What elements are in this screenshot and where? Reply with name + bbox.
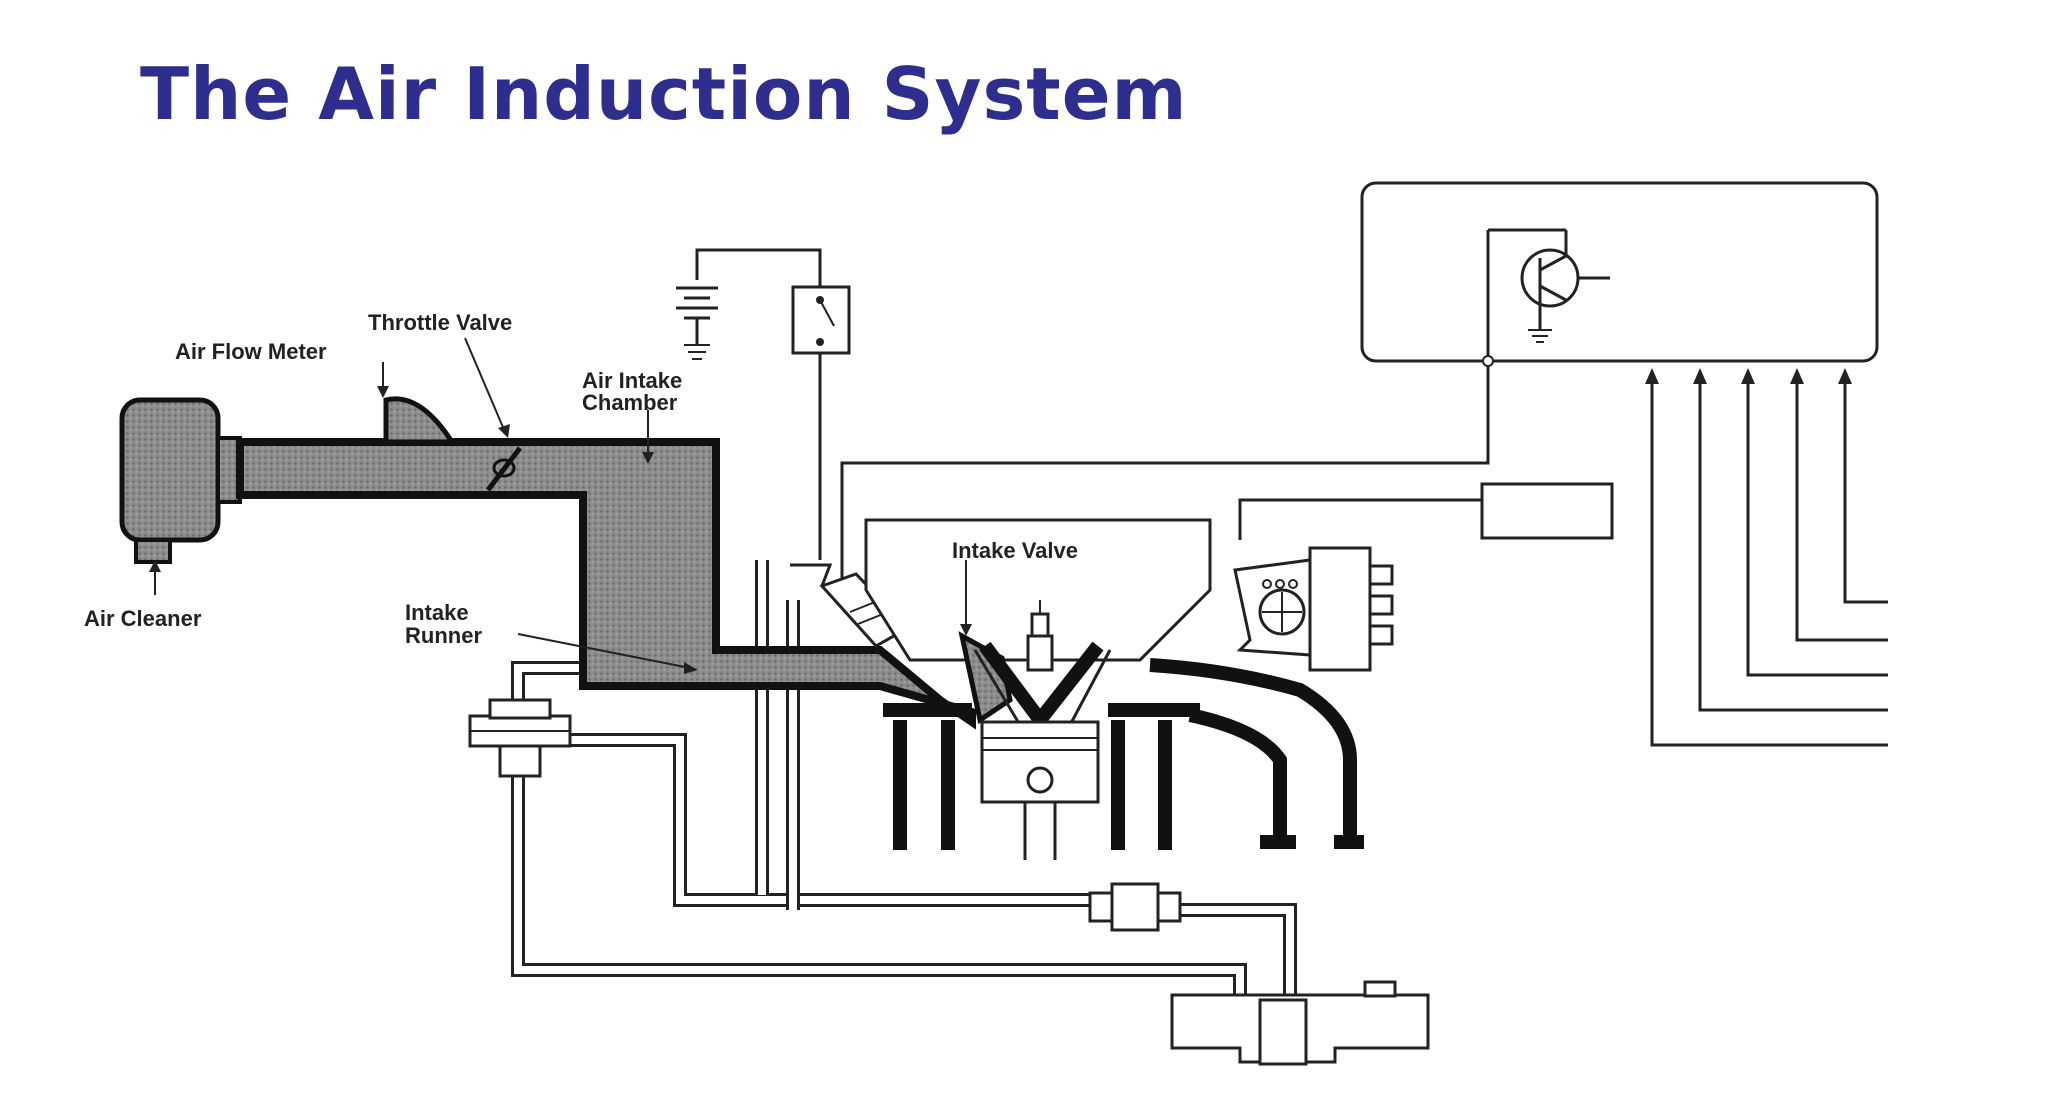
label-air-intake-chamber-line2: Chamber <box>582 390 678 415</box>
label-air-intake-chamber-line1: Air Intake <box>582 368 682 393</box>
air-valve <box>468 698 572 778</box>
label-intake-runner-line1: Intake <box>405 600 469 625</box>
diagram-labels: Throttle Valve Air Flow Meter Air Intake… <box>84 310 1078 648</box>
label-intake-runner-line2: Runner <box>405 623 482 648</box>
engine-block <box>883 658 1364 860</box>
reservoir-tank <box>1170 980 1430 1066</box>
label-throttle-valve: Throttle Valve <box>368 310 512 335</box>
auxiliary-air-lines <box>511 560 1297 1010</box>
intake-valve-mechanism <box>958 600 1112 732</box>
control-wires <box>676 248 1614 580</box>
ecu-box <box>1360 181 1879 363</box>
fuel-filter <box>1088 882 1182 932</box>
label-intake-valve: Intake Valve <box>952 538 1078 563</box>
label-air-flow-meter: Air Flow Meter <box>175 339 327 364</box>
transistor-icon <box>1486 228 1610 361</box>
distributor <box>1233 546 1394 672</box>
air-cleaner <box>119 397 242 564</box>
slide-title: The Air Induction System <box>140 52 1188 136</box>
cylinder-head-cover <box>864 518 1212 662</box>
leader-arrows <box>149 337 972 674</box>
air-flow-meter <box>383 396 457 445</box>
sensor-input-lines <box>1645 368 1888 747</box>
label-air-cleaner: Air Cleaner <box>84 606 202 631</box>
